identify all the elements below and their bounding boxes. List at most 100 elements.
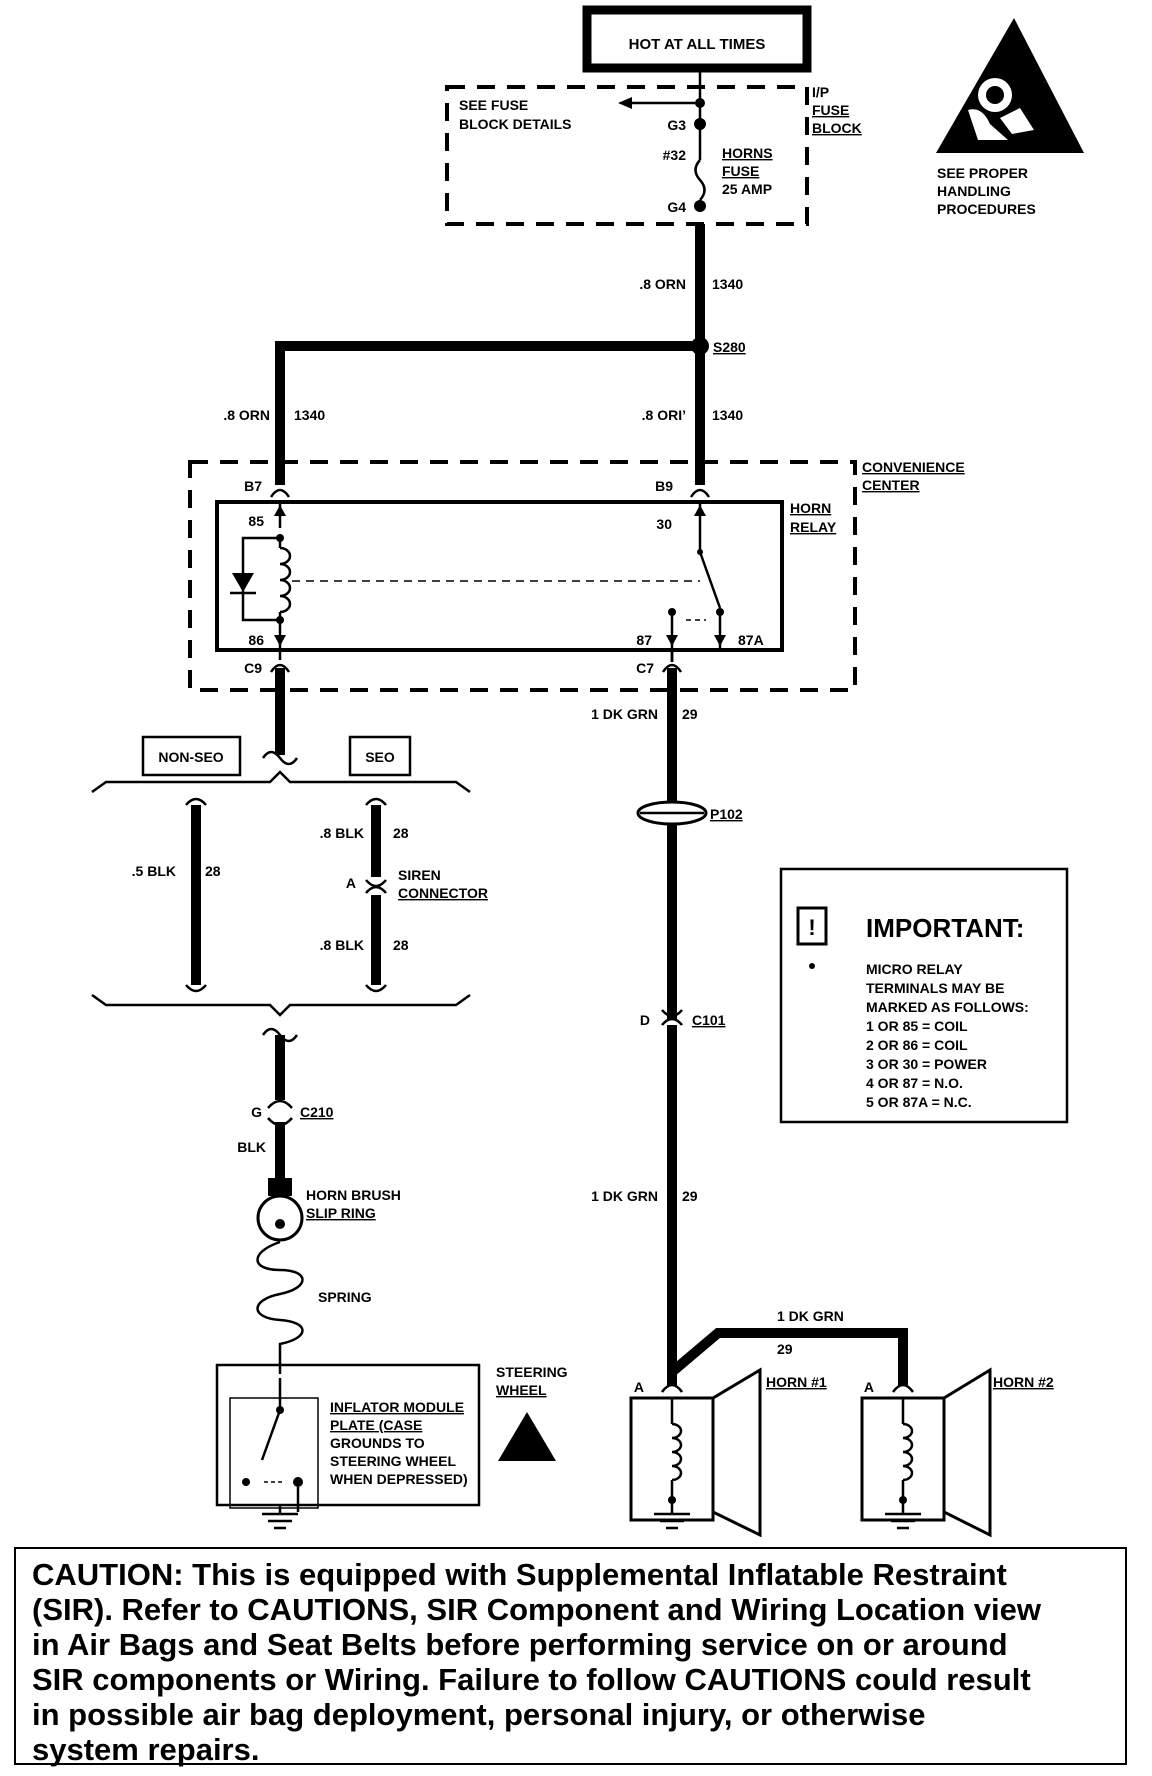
orn-relay-gauge-label: .8 ORI’ (642, 407, 686, 423)
steering-wheel-label-2: WHEEL (496, 1382, 547, 1398)
see-fuse-details-label: SEE FUSE (459, 97, 528, 113)
caution-notice: CAUTION: This is equipped with Supplemen… (14, 1547, 1127, 1767)
inflator-label-5: WHEN DEPRESSED) (330, 1471, 468, 1487)
c210-pin-label: G (251, 1104, 262, 1120)
svg-text:!: ! (808, 915, 815, 940)
ground-icon (262, 1505, 298, 1530)
seo-top-gauge-label: .8 BLK (320, 825, 364, 841)
nonseo-wire-circuit-label: 28 (205, 863, 221, 879)
important-line-7: 4 OR 87 = N.O. (866, 1075, 963, 1091)
steering-wheel-inflator-module: INFLATOR MODULE PLATE (CASE GROUNDS TO S… (215, 1363, 568, 1512)
non-seo-option-box: NON-SEO (141, 735, 242, 777)
inflator-label-3: GROUNDS TO (330, 1435, 425, 1451)
orn-branch-circuit-label: 1340 (294, 407, 325, 423)
dkgrn-mid-circuit-label: 29 (682, 1188, 698, 1204)
orn-wire-circuit-label: 1340 (712, 276, 743, 292)
inflator-label: INFLATOR MODULE (330, 1399, 464, 1415)
g3-terminal-label: G3 (667, 117, 686, 133)
orn-wire-gauge-label: .8 ORN (639, 276, 686, 292)
hot-at-all-times-box: HOT AT ALL TIMES (582, 5, 812, 73)
important-title: IMPORTANT: (866, 913, 1024, 943)
horn1-pin-label: A (634, 1379, 644, 1395)
horn-relay-label: HORN (790, 500, 831, 516)
inflator-label-2: PLATE (CASE (330, 1417, 422, 1433)
p102-pass-through: P102 (636, 800, 743, 826)
non-seo-label: NON-SEO (158, 749, 223, 765)
hot-at-all-times-label: HOT AT ALL TIMES (629, 36, 766, 53)
important-note-box: ! IMPORTANT: MICRO RELAY TERMINALS MAY B… (779, 867, 1069, 1124)
dkgrn-top-circuit-label: 29 (682, 706, 698, 722)
seo-top-circuit-label: 28 (393, 825, 409, 841)
splice-s280-label: S280 (713, 339, 746, 355)
orn-relay-circuit-label: 1340 (712, 407, 743, 423)
horn1-coil-icon (671, 1422, 683, 1482)
c101-pin-label: D (640, 1012, 650, 1028)
important-line-4: 1 OR 85 = COIL (866, 1018, 968, 1034)
c9-terminal-label: C9 (244, 660, 262, 676)
horn-relay-label-2: RELAY (790, 519, 837, 535)
horn2-coil-icon (902, 1422, 914, 1482)
esd-warning-small-icon (498, 1412, 556, 1461)
dkgrn-top-gauge-label: 1 DK GRN (591, 706, 658, 722)
b9-terminal-label: B9 (655, 478, 673, 494)
horn-1: A HORN #1 (629, 1367, 827, 1538)
spring-label: SPRING (318, 1289, 372, 1305)
terminal-86-label: 86 (248, 632, 264, 648)
important-line-2: TERMINALS MAY BE (866, 980, 1004, 996)
inflator-label-4: STEERING WHEEL (330, 1453, 456, 1469)
seo-option-box: SEO (348, 735, 412, 777)
fuse-number-label: #32 (663, 147, 687, 163)
diode-icon (232, 573, 254, 592)
seo-bottom-gauge-label: .8 BLK (320, 937, 364, 953)
siren-connector-label: SIREN (398, 867, 441, 883)
orn-branch-gauge-label: .8 ORN (223, 407, 270, 423)
important-line-8: 5 OR 87A = N.C. (866, 1094, 972, 1110)
spring-icon: SPRING (256, 1240, 372, 1374)
terminal-87-label: 87 (636, 632, 652, 648)
relay-coil-icon (279, 546, 292, 614)
horn-relay: HORN RELAY B7 B9 85 86 30 87 87A (215, 478, 837, 676)
p102-label: P102 (710, 806, 743, 822)
c210-label: C210 (300, 1104, 334, 1120)
important-line-1: MICRO RELAY (866, 961, 963, 977)
seo-label: SEO (365, 749, 395, 765)
ip-fuse-block-label-3: BLOCK (812, 120, 862, 136)
terminal-30-label: 30 (656, 516, 672, 532)
important-line-3: MARKED AS FOLLOWS: (866, 999, 1029, 1015)
blk-lower-label: BLK (237, 1139, 266, 1155)
horns-fuse-label: HORNS (722, 145, 773, 161)
horn2-pin-label: A (864, 1379, 874, 1395)
horn-brush-slip-ring: HORN BRUSH SLIP RING (256, 1178, 401, 1242)
siren-connector-label-2: CONNECTOR (398, 885, 488, 901)
handling-warning-label-2: HANDLING (937, 183, 1011, 199)
horns-fuse-amp-label: 25 AMP (722, 181, 772, 197)
dkgrn-branch-circuit-label: 29 (777, 1341, 793, 1357)
horns-fuse-label-2: FUSE (722, 163, 759, 179)
ip-fuse-block-label-2: FUSE (812, 102, 849, 118)
g4-terminal-label: G4 (667, 199, 686, 215)
c101-label: C101 (692, 1012, 726, 1028)
horn-brush-label: HORN BRUSH (306, 1187, 401, 1203)
important-line-5: 2 OR 86 = COIL (866, 1037, 968, 1053)
steering-wheel-label: STEERING (496, 1364, 568, 1380)
convenience-center-label: CONVENIENCE (862, 459, 965, 475)
siren-pin-label: A (346, 875, 356, 891)
convenience-center: CONVENIENCE CENTER (188, 459, 965, 692)
nonseo-wire-gauge-label: .5 BLK (132, 863, 176, 879)
terminal-87a-label: 87A (738, 632, 764, 648)
esd-warning-icon: SEE PROPER HANDLING PROCEDURES (936, 18, 1084, 217)
horn-2-label: HORN #2 (993, 1374, 1054, 1390)
horn-2: A HORN #2 (860, 1367, 1054, 1538)
terminal-85-label: 85 (248, 513, 264, 529)
dkgrn-branch-gauge-label: 1 DK GRN (777, 1308, 844, 1324)
dkgrn-mid-gauge-label: 1 DK GRN (591, 1188, 658, 1204)
b7-terminal-label: B7 (244, 478, 262, 494)
handling-warning-label: SEE PROPER (937, 165, 1028, 181)
handling-warning-label-3: PROCEDURES (937, 201, 1036, 217)
seo-bottom-circuit-label: 28 (393, 937, 409, 953)
c7-terminal-label: C7 (636, 660, 654, 676)
horn-1-label: HORN #1 (766, 1374, 827, 1390)
important-line-6: 3 OR 30 = POWER (866, 1056, 987, 1072)
info-icon (796, 906, 828, 946)
